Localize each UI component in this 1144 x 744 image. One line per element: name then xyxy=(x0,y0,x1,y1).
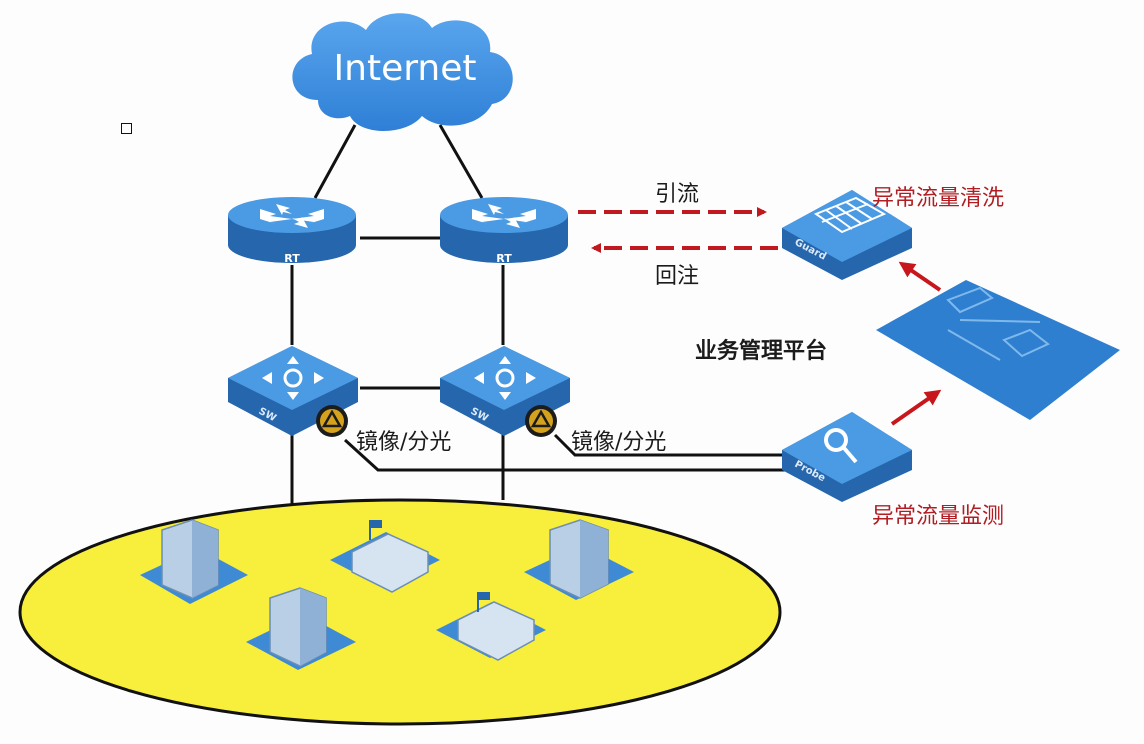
building-icon xyxy=(246,587,356,670)
campus-area xyxy=(18,498,782,726)
router-label: RT xyxy=(284,252,300,265)
cleaning-label: 异常流量清洗 xyxy=(872,186,1005,211)
arrow-probe-to-platform xyxy=(890,389,942,426)
arrow-platform-to-guard xyxy=(898,261,942,292)
link-internet-rt1 xyxy=(313,124,357,199)
router-label: RT xyxy=(496,252,512,265)
link-mirror1-probe xyxy=(343,438,790,472)
reinject-label: 回注 xyxy=(655,264,700,289)
splitter-icon-2 xyxy=(525,405,557,437)
square-marker xyxy=(121,123,132,134)
internet-cloud xyxy=(292,13,513,131)
probe-device xyxy=(782,412,912,502)
monitor-label: 异常流量监测 xyxy=(872,504,1005,529)
building-icon xyxy=(140,519,248,604)
link-internet-rt2 xyxy=(438,124,484,199)
management-platform xyxy=(876,280,1120,420)
divert-label: 引流 xyxy=(655,182,700,207)
router-rt1 xyxy=(228,197,356,263)
platform-label: 业务管理平台 xyxy=(695,339,828,364)
guard-device xyxy=(782,190,912,280)
internet-label: Internet xyxy=(334,48,477,89)
link-mirror2-probe xyxy=(553,433,790,457)
mirror-label: 镜像/分光 xyxy=(571,430,667,455)
building-icon xyxy=(330,520,440,593)
splitter-icon-1 xyxy=(316,405,348,437)
mirror-label: 镜像/分光 xyxy=(356,430,452,455)
building-icon xyxy=(524,519,634,600)
network-links xyxy=(290,124,790,505)
router-rt2 xyxy=(440,197,568,263)
building-icon xyxy=(436,592,546,661)
